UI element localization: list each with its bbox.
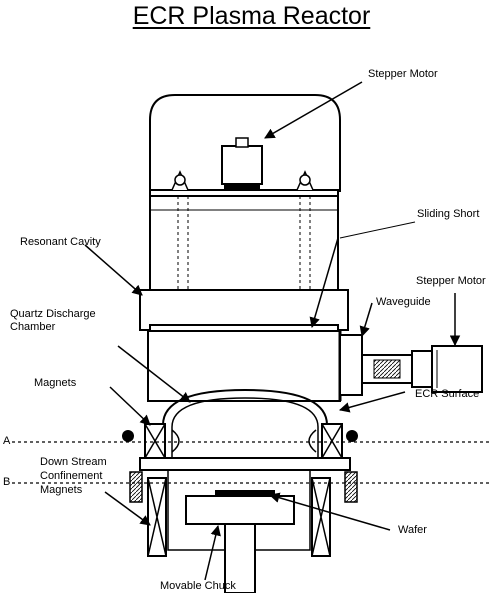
dome-housing [149, 94, 341, 192]
label-stepper-motor-right: Stepper Motor [416, 275, 486, 287]
label-stepper-motor-top: Stepper Motor [368, 68, 438, 80]
downstream-magnet-left [129, 471, 167, 557]
quartz-chamber [162, 388, 328, 470]
label-plane-b: B [3, 476, 11, 488]
magnet-right-upper [308, 423, 358, 459]
label-downstream-3: Magnets [40, 484, 83, 496]
waveguide-flange [339, 334, 363, 396]
top-stepper-motor [221, 137, 263, 189]
label-downstream-1: Down Stream [40, 456, 107, 468]
chuck [185, 495, 295, 525]
label-magnets: Magnets [34, 377, 77, 389]
label-waveguide: Waveguide [376, 296, 431, 308]
leader-lines [84, 81, 461, 581]
label-quartz-discharge-1: Quartz Discharge [10, 308, 96, 320]
label-wafer: Wafer [398, 524, 427, 536]
clamp-right [296, 170, 314, 191]
label-downstream-2: Confinement [40, 470, 103, 482]
clamp-left [171, 170, 189, 191]
label-movable-chuck: Movable Chuck [160, 580, 236, 592]
magnet-left-upper [122, 423, 180, 459]
label-sliding-short: Sliding Short [417, 208, 480, 220]
side-stepper-motor [361, 345, 483, 393]
base-flange [139, 457, 351, 471]
diagram-title: ECR Plasma Reactor [132, 2, 371, 30]
chuck-stem [224, 523, 256, 593]
label-ecr-surface: ECR Surface [415, 388, 480, 400]
label-quartz-discharge-2: Chamber [10, 321, 56, 333]
label-resonant-cavity: Resonant Cavity [20, 236, 101, 248]
downstream-magnet-right [311, 471, 358, 557]
wafer-platter [215, 490, 275, 496]
label-plane-a: A [3, 435, 11, 447]
